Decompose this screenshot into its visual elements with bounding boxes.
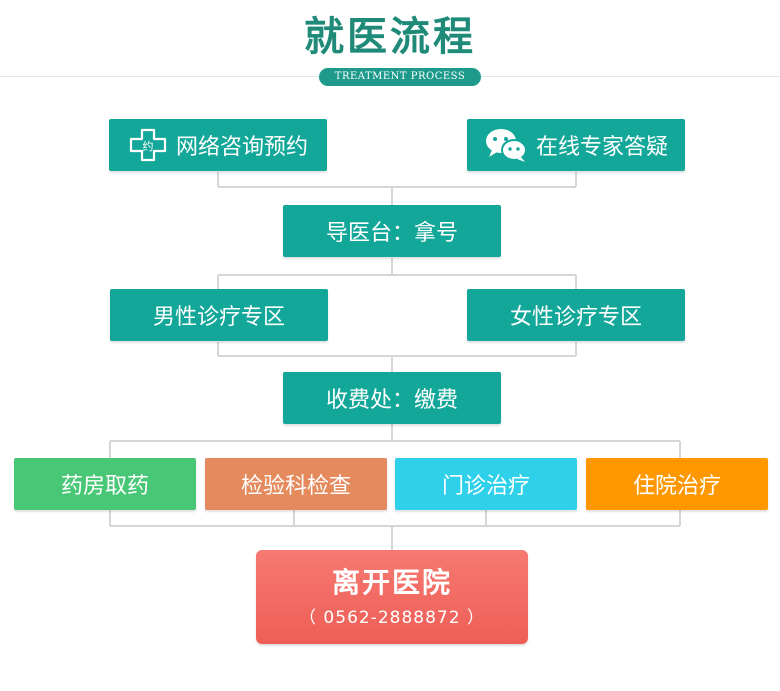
page-subtitle: TREATMENT PROCESS [319, 68, 481, 86]
chat-bubbles-icon [484, 126, 528, 164]
guide-desk-label: 导医台：拿号 [325, 221, 458, 246]
pharmacy-label: 药房取药 [60, 474, 149, 499]
cashier-step[interactable]: 收费处：缴费 [283, 372, 501, 424]
online-booking-step[interactable]: 约 网络咨询预约 [109, 119, 327, 171]
lab-label: 检验科检查 [240, 474, 351, 499]
outpatient-step[interactable]: 门诊治疗 [395, 458, 577, 510]
leave-hospital-label: 离开医院 [331, 566, 452, 599]
male-zone-label: 男性诊疗专区 [152, 305, 285, 330]
online-booking-label: 网络咨询预约 [175, 135, 308, 160]
inpatient-label: 住院治疗 [632, 474, 721, 499]
hospital-phone: （ 0562-2888872 ） [299, 608, 485, 628]
svg-text:约: 约 [142, 140, 153, 153]
leave-hospital-step[interactable]: 离开医院 （ 0562-2888872 ） [256, 550, 528, 644]
expert-qa-step[interactable]: 在线专家答疑 [467, 119, 685, 171]
female-zone-label: 女性诊疗专区 [509, 305, 642, 330]
lab-step[interactable]: 检验科检查 [205, 458, 387, 510]
pharmacy-step[interactable]: 药房取药 [14, 458, 196, 510]
expert-qa-label: 在线专家答疑 [535, 135, 668, 160]
cashier-label: 收费处：缴费 [325, 388, 458, 413]
outpatient-label: 门诊治疗 [441, 474, 530, 499]
guide-desk-step[interactable]: 导医台：拿号 [283, 205, 501, 257]
female-zone-step[interactable]: 女性诊疗专区 [467, 289, 685, 341]
inpatient-step[interactable]: 住院治疗 [586, 458, 768, 510]
medical-cross-icon: 约 [128, 127, 168, 163]
male-zone-step[interactable]: 男性诊疗专区 [110, 289, 328, 341]
page-title: 就医流程 [304, 14, 476, 60]
